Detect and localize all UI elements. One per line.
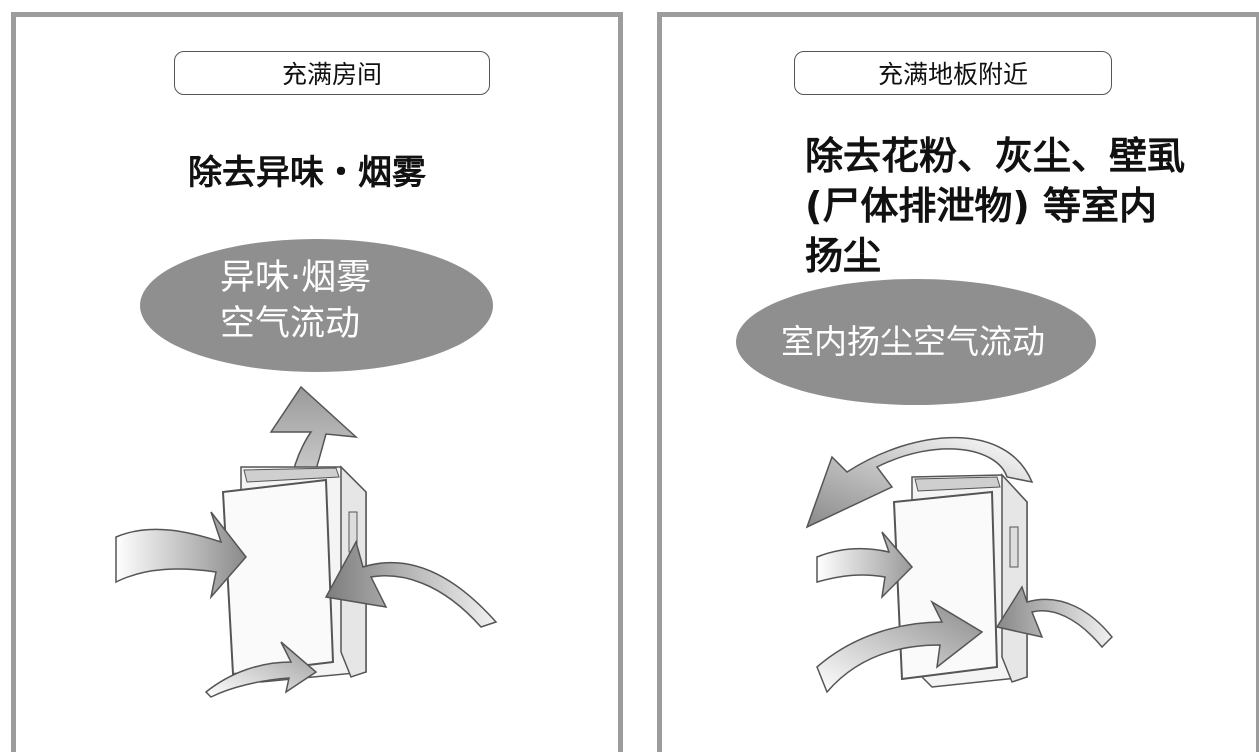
arrow-icon	[805, 436, 1034, 529]
arrow-icon	[204, 641, 318, 698]
arrow-icon	[816, 531, 914, 600]
headline-line-2: (尸体排泄物) 等室内	[805, 184, 1157, 228]
airflow-ellipse: 室内扬尘空气流动	[736, 279, 1096, 405]
arrow-icon	[995, 585, 1114, 649]
panel-room-fill: 充满房间 除去异味・烟雾 异味·烟雾 空气流动	[11, 12, 623, 752]
airflow-line-2: 空气流动	[220, 304, 361, 344]
panel-floor-fill: 充满地板附近 除去花粉、灰尘、壁虱 (尸体排泄物) 等室内 扬尘 室内扬尘空气流…	[657, 12, 1259, 752]
air-purifier-illustration	[805, 436, 1114, 694]
mode-label: 充满房间	[174, 51, 490, 95]
arrow-icon	[115, 511, 247, 600]
headline-line-1: 除去花粉、灰尘、壁虱	[805, 134, 1186, 178]
airflow-line-1: 异味·烟雾	[220, 258, 372, 298]
airflow-ellipse: 异味·烟雾 空气流动	[140, 239, 493, 372]
headline: 除去异味・烟雾	[188, 153, 426, 193]
mode-label: 充满地板附近	[794, 51, 1112, 95]
arrow-icon	[324, 540, 498, 628]
airflow-text: 室内扬尘空气流动	[781, 322, 1045, 361]
headline-line-3: 扬尘	[805, 234, 882, 278]
air-purifier-illustration	[115, 385, 498, 698]
arrow-icon	[816, 600, 984, 694]
